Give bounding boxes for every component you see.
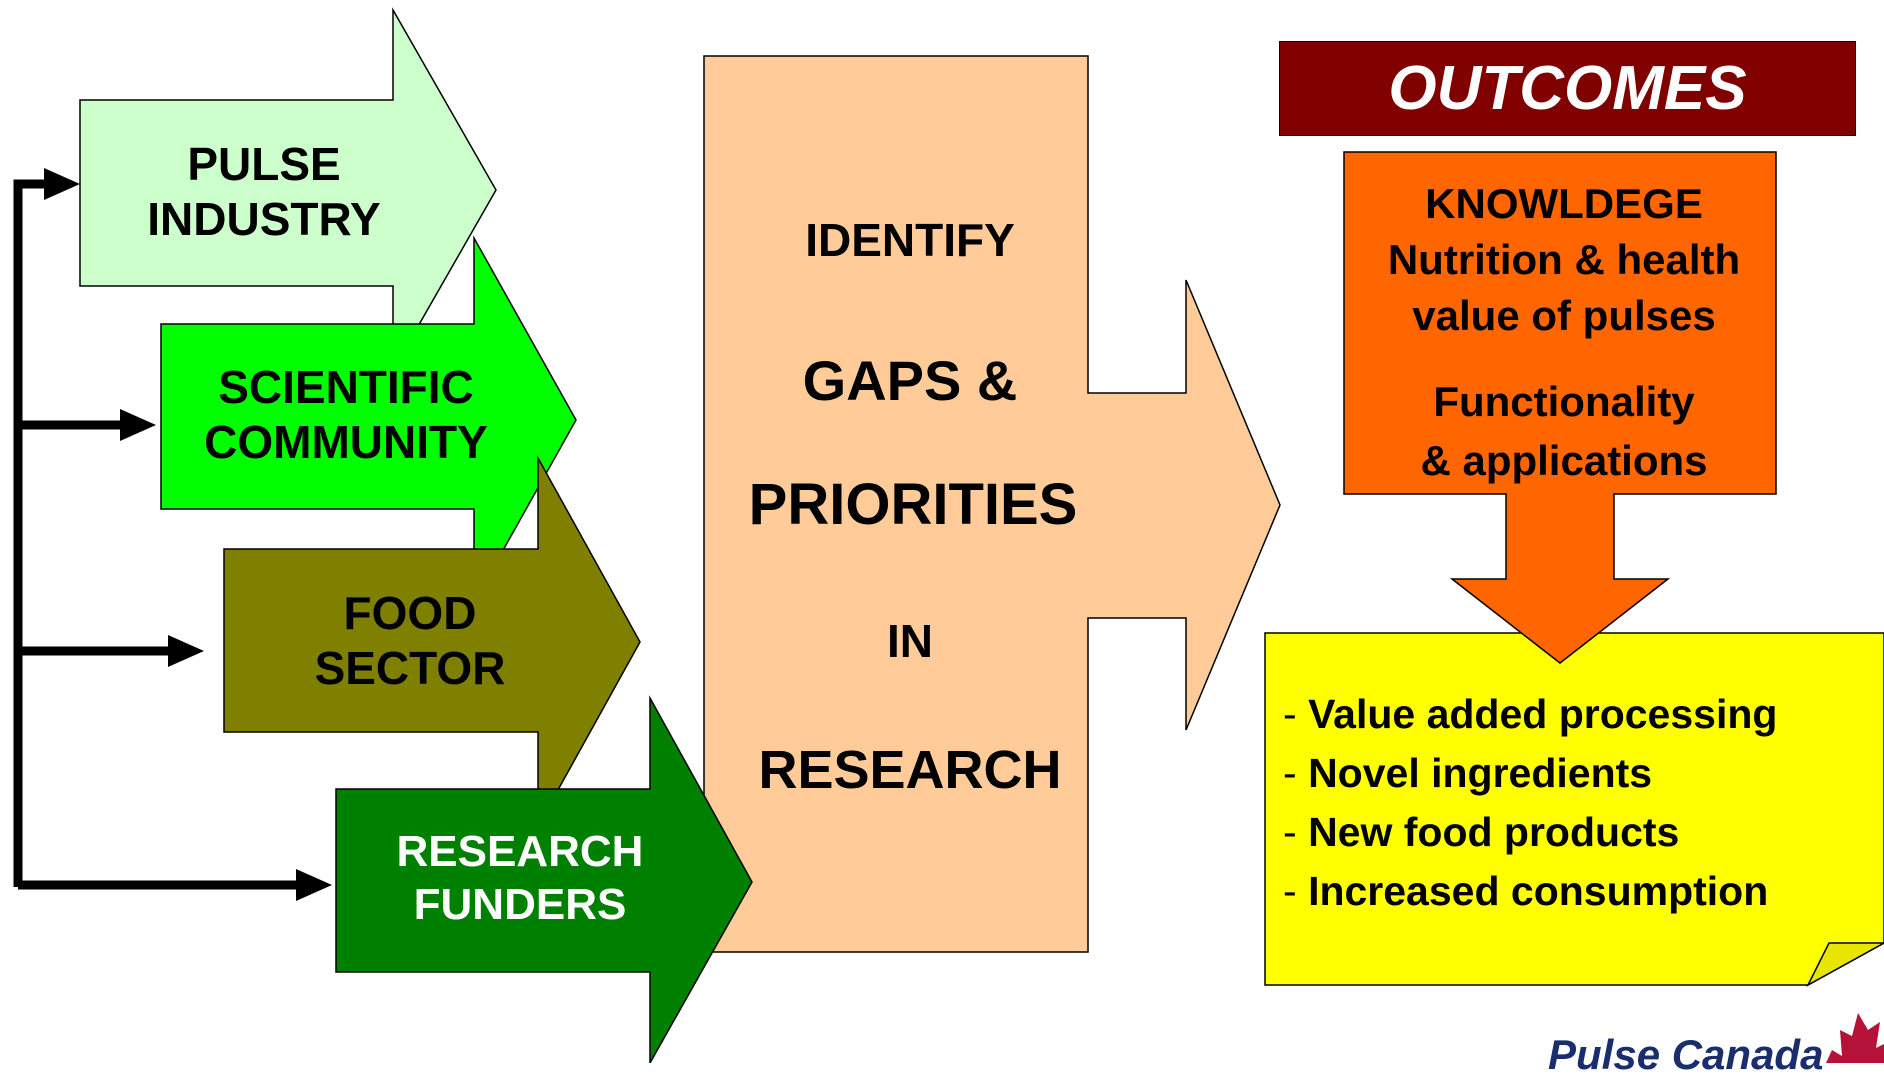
- scientific-community-label-line-2: COMMUNITY: [204, 416, 488, 469]
- center-label-gaps: GAPS &: [802, 349, 1018, 412]
- research-funders-label-line-2: FUNDERS: [413, 879, 627, 929]
- center-label-in: IN: [887, 615, 933, 667]
- knowledge-heading: KNOWLDEGE: [1425, 180, 1703, 227]
- center-label-research: RESEARCH: [758, 740, 1062, 800]
- center-label-identify: IDENTIFY: [805, 214, 1015, 266]
- functionality-label: Functionality & applications: [1354, 372, 1774, 490]
- knowledge-line-nutrition: Nutrition & health: [1387, 236, 1741, 283]
- functionality-line-2: & applications: [1420, 437, 1708, 484]
- food-sector-arrow: [223, 455, 641, 829]
- food-sector-label-line-2: SECTOR: [314, 642, 506, 695]
- list-item: - Increased consumption: [1283, 862, 1777, 921]
- results-list: - Value added processing - Novel ingredi…: [1283, 685, 1777, 921]
- feedback-connector: [13, 179, 302, 890]
- connector-arrowheads: [44, 168, 332, 901]
- bullet-dash: -: [1283, 691, 1297, 737]
- list-item: - Novel ingredients: [1283, 744, 1777, 803]
- bullet-dash: -: [1283, 809, 1297, 855]
- bullet-dash: -: [1283, 868, 1297, 914]
- pulse-industry-label-line-2: INDUSTRY: [147, 193, 381, 246]
- outcomes-title: OUTCOMES: [1279, 41, 1856, 136]
- food-sector-label: FOOD SECTOR: [250, 586, 570, 696]
- connector-vertical-line: [13, 179, 50, 887]
- scientific-community-arrow: [160, 235, 577, 605]
- list-item: - New food products: [1283, 803, 1777, 862]
- result-increased-consumption: Increased consumption: [1308, 868, 1769, 914]
- arrowhead-pulse-industry: [44, 168, 80, 200]
- list-item: - Value added processing: [1283, 685, 1777, 744]
- result-novel-ingredients: Novel ingredients: [1308, 750, 1653, 796]
- gaps-priorities-arrow: [703, 55, 1281, 953]
- bullet-dash: -: [1283, 750, 1297, 796]
- pulse-industry-label: PULSE INDUSTRY: [108, 137, 420, 247]
- research-funders-label: RESEARCH FUNDERS: [360, 826, 680, 932]
- research-funders-arrow: [335, 695, 753, 1063]
- result-value-added-processing: Value added processing: [1308, 691, 1778, 737]
- arrowhead-scientific: [120, 409, 156, 441]
- scientific-community-label: SCIENTIFIC COMMUNITY: [181, 360, 511, 470]
- pulse-canada-logo: Pulse Canada: [1548, 1031, 1824, 1078]
- research-funders-label-line-1: RESEARCH: [396, 827, 644, 876]
- maple-leaf-icon: [1826, 1013, 1884, 1063]
- food-sector-label-line-1: FOOD: [343, 587, 477, 639]
- pulse-industry-label-line-1: PULSE: [187, 138, 341, 190]
- center-label-priorities: PRIORITIES: [748, 472, 1078, 537]
- knowledge-line-value: value of pulses: [1412, 292, 1716, 339]
- arrowhead-food: [168, 635, 204, 667]
- results-note-fold: [1806, 942, 1884, 987]
- scientific-community-label-line-1: SCIENTIFIC: [218, 361, 474, 413]
- knowledge-label: KNOWLDEGE Nutrition & health value of pu…: [1354, 176, 1774, 344]
- pulse-industry-arrow: [79, 7, 497, 373]
- arrowhead-funders: [296, 869, 332, 901]
- functionality-line-1: Functionality: [1433, 378, 1695, 425]
- knowledge-arrow: [1343, 151, 1777, 664]
- result-new-food-products: New food products: [1308, 809, 1680, 855]
